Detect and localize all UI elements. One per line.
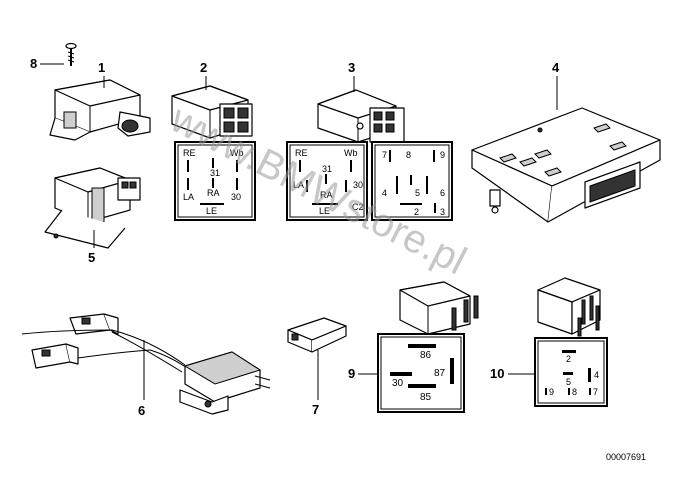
pin-4: 4 [382, 188, 387, 198]
pin-3: 3 [440, 207, 445, 217]
reference-number: 00007691 [606, 452, 646, 462]
part-6-harness[interactable] [21, 313, 271, 415]
pin-9: 9 [549, 387, 554, 397]
pin-wb: Wb [344, 148, 358, 158]
pin-le: LE [206, 206, 217, 216]
pinout-10: 2 4 5 9 8 7 [534, 337, 608, 407]
callout-6: 6 [138, 403, 145, 418]
pin-re: RE [295, 148, 308, 158]
pinout-3a: RE Wb 31 LA 30 RA LE C2 [286, 141, 368, 221]
pin-5: 5 [566, 377, 571, 387]
pin-7: 7 [593, 387, 598, 397]
pin-86: 86 [420, 350, 432, 361]
pin-30: 30 [231, 192, 241, 202]
pin-8: 8 [572, 387, 577, 397]
pinout-9: 86 30 87 85 [377, 333, 465, 413]
pin-9: 9 [440, 150, 445, 160]
part-3-relay[interactable] [317, 89, 405, 143]
callout-5: 5 [88, 250, 95, 265]
callout-10: 10 [490, 366, 504, 381]
callout-3: 3 [348, 60, 355, 75]
pin-c2: C2 [352, 202, 364, 212]
callout-2: 2 [200, 60, 207, 75]
pin-4: 4 [594, 370, 599, 380]
pin-2: 2 [414, 207, 419, 217]
pinout-2: RE Wb 31 LA RA 30 LE [174, 141, 256, 221]
callout-7: 7 [312, 402, 319, 417]
pin-re: RE [183, 148, 196, 158]
part-2-relay[interactable] [171, 85, 253, 139]
pin-ra: RA [207, 188, 220, 198]
part-4-control-module[interactable] [471, 107, 661, 223]
pin-87: 87 [434, 368, 446, 379]
pin-5: 5 [415, 188, 420, 198]
part-5-relay-plate[interactable] [44, 167, 141, 249]
callout-4: 4 [552, 60, 560, 75]
pin-7: 7 [382, 150, 387, 160]
pin-wb: Wb [230, 148, 244, 158]
pin-8: 8 [406, 150, 411, 160]
pin-2: 2 [566, 354, 571, 364]
pin-85: 85 [420, 392, 432, 403]
callout-9: 9 [348, 366, 355, 381]
pin-31: 31 [210, 168, 220, 178]
pin-30: 30 [392, 378, 404, 389]
part-8-screw[interactable] [65, 42, 77, 67]
pin-ra: RA [320, 190, 333, 200]
part-7-plug[interactable] [287, 317, 347, 353]
pin-30: 30 [353, 180, 363, 190]
pin-la: LA [183, 192, 194, 202]
pinout-3b: 7 8 9 4 5 6 2 3 [371, 141, 453, 221]
callout-8: 8 [30, 56, 37, 71]
callout-1: 1 [98, 60, 105, 75]
part-9-relay[interactable] [399, 281, 479, 335]
pin-31: 31 [322, 164, 332, 174]
pin-6: 6 [440, 188, 445, 198]
part-1-relay[interactable] [49, 79, 151, 141]
pin-la: LA [293, 180, 304, 190]
part-10-relay[interactable] [537, 277, 601, 337]
pin-le: LE [319, 206, 330, 216]
